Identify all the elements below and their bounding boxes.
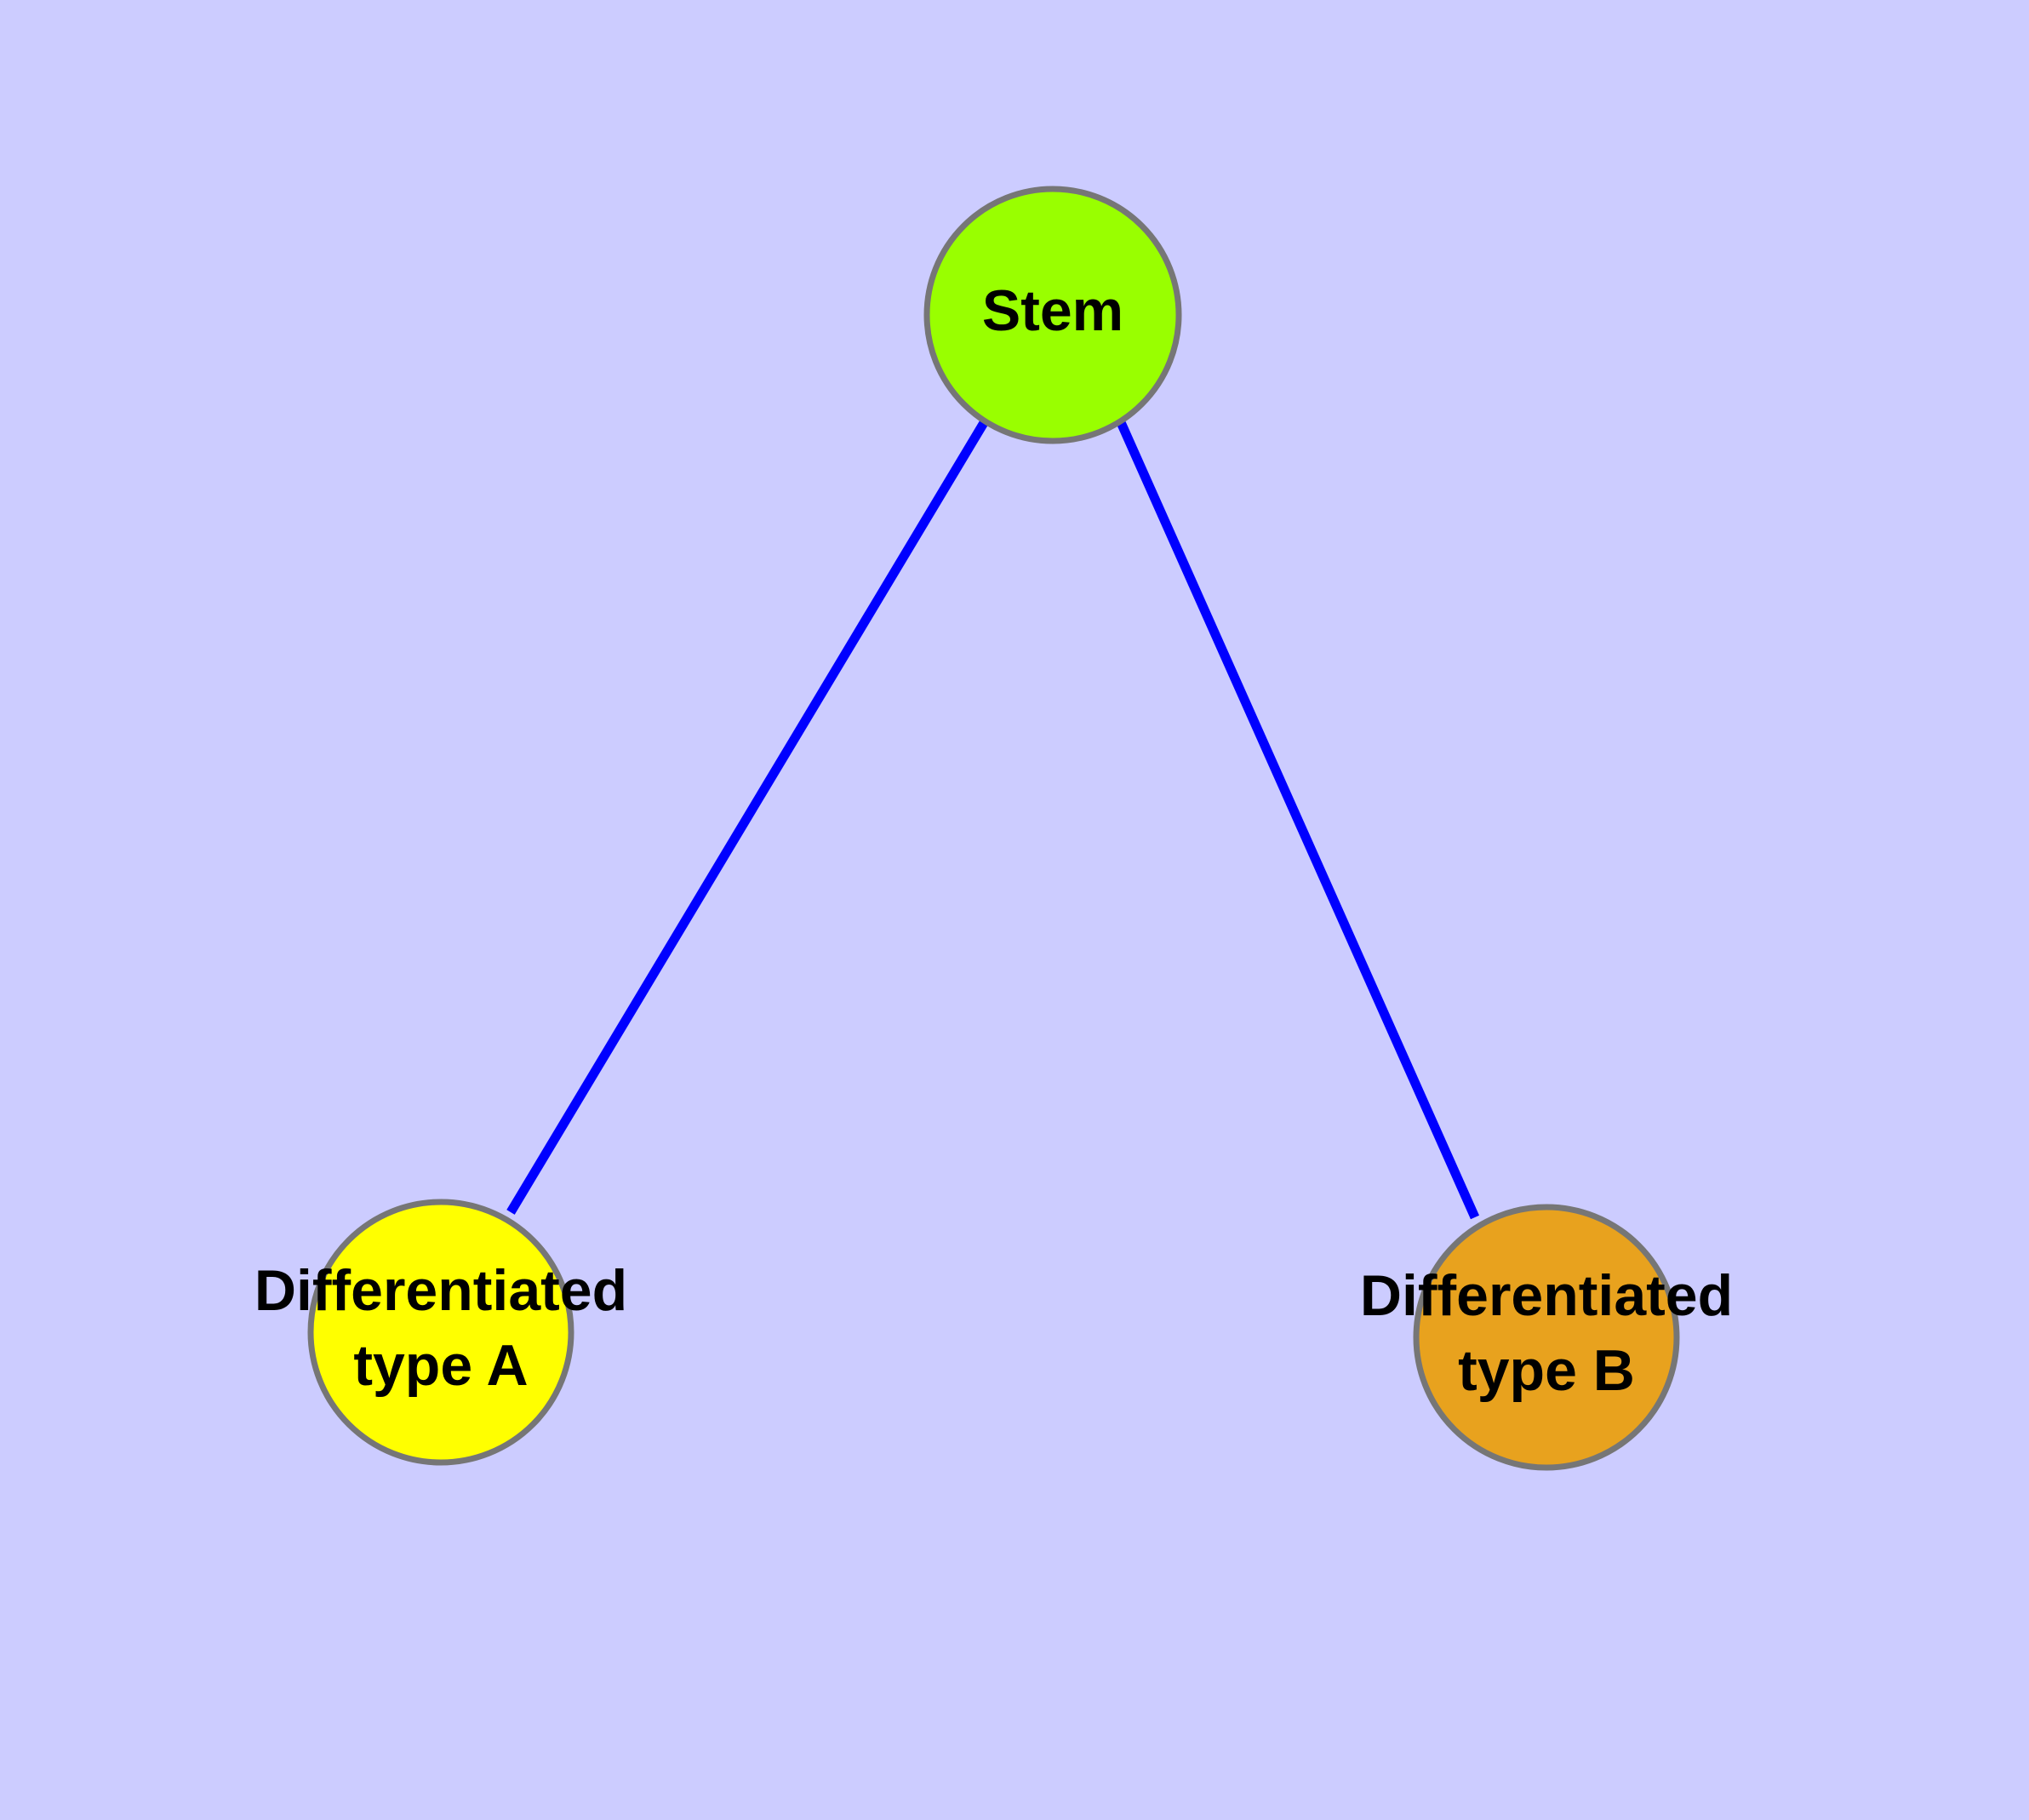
edge-stem-to-diff-a [506, 419, 989, 1215]
node-differentiated-type-a-label: Differentiated type A [254, 1258, 627, 1398]
node-differentiated-type-b-label: Differentiated type B [1360, 1263, 1733, 1403]
node-label-line: Differentiated [254, 1258, 627, 1323]
node-differentiated-type-a-circle[interactable] [307, 1199, 574, 1466]
node-stem-label: Stem [982, 278, 1123, 343]
node-differentiated-type-b-circle[interactable] [1413, 1204, 1680, 1471]
node-label-line: Stem [982, 278, 1123, 343]
node-label-line: type A [353, 1333, 528, 1398]
node-stem-circle[interactable] [923, 186, 1182, 444]
node-differentiated-type-b[interactable]: Differentiated type B [1360, 1204, 1733, 1471]
edge-stem-to-diff-b [1115, 418, 1480, 1220]
node-stem[interactable]: Stem [923, 186, 1182, 444]
node-label-line: Differentiated [1360, 1263, 1733, 1328]
node-label-line: type B [1458, 1338, 1635, 1403]
node-differentiated-type-a[interactable]: Differentiated type A [254, 1199, 627, 1466]
